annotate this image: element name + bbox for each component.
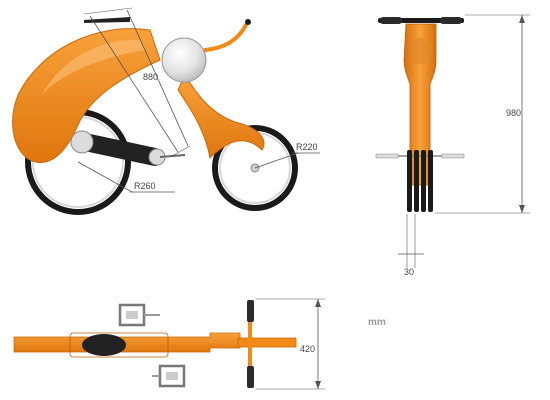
front-view-wheels bbox=[407, 150, 433, 212]
handlebar bbox=[203, 23, 248, 52]
dimension-label-height: 980 bbox=[506, 108, 521, 118]
dimension-label-wheel-width: 30 bbox=[404, 267, 414, 277]
top-pedals bbox=[118, 303, 186, 388]
dimension-label-width: 420 bbox=[300, 344, 315, 354]
top-handlebar bbox=[247, 300, 254, 388]
top-frame-inner bbox=[69, 332, 169, 358]
frame-highlight bbox=[42, 39, 145, 95]
front-pedals bbox=[375, 153, 465, 159]
crank-housing bbox=[70, 130, 186, 166]
front-ball bbox=[410, 38, 432, 64]
front-view: 980 30 bbox=[375, 14, 530, 277]
top-seat bbox=[82, 334, 126, 356]
dimension-label-front-radius: R220 bbox=[296, 142, 318, 152]
top-frame bbox=[13, 332, 241, 353]
side-view: 880 R220 R260 bbox=[12, 7, 320, 215]
dimension-diagonal: 880 bbox=[83, 7, 191, 157]
dimension-front-radius: R220 bbox=[254, 142, 320, 169]
front-fork bbox=[177, 73, 265, 160]
handlebar-grip-tip bbox=[245, 19, 251, 25]
front-handlebar bbox=[378, 17, 464, 24]
seat bbox=[84, 17, 130, 23]
head-ball bbox=[161, 37, 207, 83]
main-frame bbox=[12, 28, 161, 163]
top-frame-front bbox=[237, 337, 297, 348]
top-view: 420 bbox=[13, 298, 325, 390]
dimension-rear-radius: R260 bbox=[77, 161, 175, 193]
dimension-width: 420 bbox=[256, 298, 325, 390]
dimension-wheel-width: 30 bbox=[398, 214, 424, 277]
dimension-height: 980 bbox=[435, 14, 530, 214]
dimension-label-rear-radius: R260 bbox=[134, 181, 156, 191]
unit-label: mm bbox=[368, 317, 386, 328]
dimension-label-diagonal: 880 bbox=[143, 72, 158, 82]
